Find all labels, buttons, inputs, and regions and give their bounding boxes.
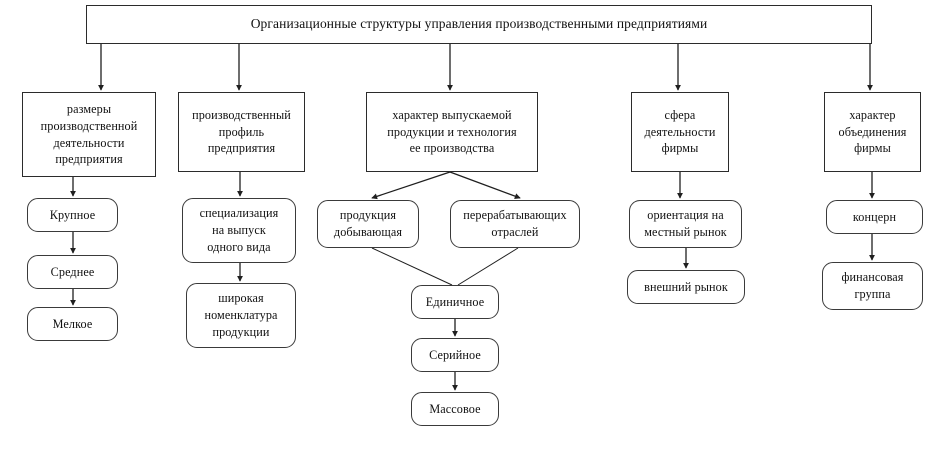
node-label: Массовое	[429, 401, 481, 416]
node-l3c: Единичное	[411, 285, 499, 319]
node-label: Организационные структуры управления про…	[250, 16, 708, 32]
connector-cat3-l3a	[371, 171, 451, 200]
node-label: перерабатывающих отраслей	[463, 208, 567, 239]
node-label: сфера деятельности фирмы	[644, 107, 716, 156]
node-label: Серийное	[429, 347, 481, 362]
node-label: внешний рынок	[644, 279, 728, 294]
node-label: производственный профиль предприятия	[192, 107, 291, 156]
connector-cat3-l3b	[449, 171, 521, 200]
node-l5b: финансовая группа	[822, 262, 923, 310]
node-label: широкая номенклатура продукции	[204, 291, 278, 339]
node-l4b: внешний рынок	[627, 270, 745, 304]
connector-group	[70, 44, 875, 391]
node-label: ориентация на местный рынок	[644, 208, 727, 239]
node-l2a: специализация на выпуск одного вида	[182, 198, 296, 263]
node-label: продукция добывающая	[333, 208, 403, 239]
connector-l3a-l3c	[371, 247, 453, 286]
node-cat1: размеры производственной деятельности пр…	[22, 92, 156, 177]
node-label: Среднее	[50, 264, 95, 279]
node-label: Единичное	[425, 294, 485, 309]
node-l3b: перерабатывающих отраслей	[450, 200, 580, 248]
node-l3a: продукция добывающая	[317, 200, 419, 248]
node-label: характер объединения фирмы	[838, 107, 907, 156]
node-label: характер выпускаемой продукции и техноло…	[387, 107, 517, 156]
node-cat3: характер выпускаемой продукции и техноло…	[366, 92, 538, 172]
node-cat5: характер объединения фирмы	[824, 92, 921, 172]
node-l5a: концерн	[826, 200, 923, 234]
node-label: размеры производственной деятельности пр…	[40, 101, 138, 167]
node-label: специализация на выпуск одного вида	[199, 206, 279, 254]
node-l3e: Массовое	[411, 392, 499, 426]
node-root: Организационные структуры управления про…	[86, 5, 872, 44]
node-label: Крупное	[49, 207, 96, 222]
node-cat4: сфера деятельности фирмы	[631, 92, 729, 172]
node-l1c: Мелкое	[27, 307, 118, 341]
node-l2b: широкая номенклатура продукции	[186, 283, 296, 348]
node-label: Мелкое	[52, 316, 93, 331]
node-l3d: Серийное	[411, 338, 499, 372]
node-l1a: Крупное	[27, 198, 118, 232]
connector-l3b-l3c	[457, 247, 519, 286]
node-label: финансовая группа	[841, 270, 904, 301]
node-label: концерн	[852, 209, 897, 224]
node-l1b: Среднее	[27, 255, 118, 289]
node-cat2: производственный профиль предприятия	[178, 92, 305, 172]
node-l4a: ориентация на местный рынок	[629, 200, 742, 248]
